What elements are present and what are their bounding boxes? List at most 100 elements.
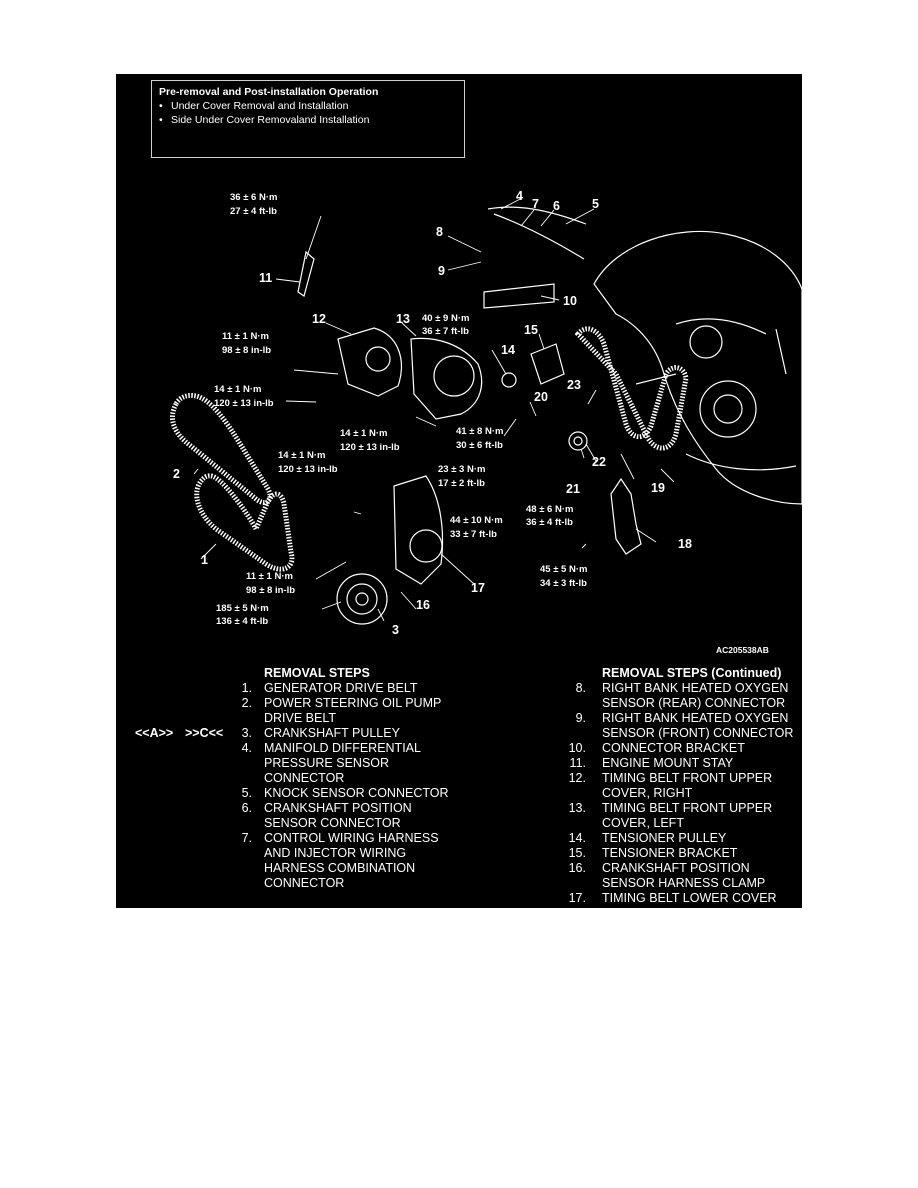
step-number: 3. [241, 726, 252, 740]
step-text: DRIVE BELT [264, 711, 337, 725]
pre-removal-title: Pre-removal and Post-installation Operat… [159, 86, 379, 98]
step-text: KNOCK SENSOR CONNECTOR [264, 786, 449, 800]
step-text: GENERATOR DRIVE BELT [264, 681, 418, 695]
torque-spec: 185 ± 5 N·m [216, 603, 269, 614]
timing-belt-drawing [574, 326, 689, 451]
exploded-parts-diagram: 1 2 3 4 5 6 7 8 9 10 11 12 13 14 15 16 1… [170, 189, 802, 655]
torque-spec: 14 ± 1 N·m [278, 450, 325, 461]
step-text: SENSOR (REAR) CONNECTOR [602, 696, 786, 710]
callout-20: 20 [534, 390, 548, 404]
torque-spec: 30 ± 6 ft-lb [456, 440, 503, 451]
step-number: 14. [568, 831, 586, 845]
callout-10: 10 [563, 294, 577, 308]
callout-17: 17 [471, 581, 485, 595]
reference-a: <<A>> [135, 726, 174, 740]
callout-12: 12 [312, 312, 326, 326]
reference-c: >>C<< [185, 726, 224, 740]
step-text: TIMING BELT LOWER COVER [602, 891, 777, 905]
step-number: 4. [241, 741, 252, 755]
callout-9: 9 [438, 264, 445, 278]
callout-4: 4 [516, 189, 523, 203]
step-number: 16. [568, 861, 586, 875]
step-text: CRANKSHAFT POSITION [264, 801, 412, 815]
step-text: COVER, LEFT [602, 816, 684, 830]
callout-15: 15 [524, 323, 538, 337]
step-text: RIGHT BANK HEATED OXYGEN [602, 681, 789, 695]
callout-14: 14 [501, 343, 515, 357]
covers-drawing [297, 206, 642, 625]
torque-specs: 36 ± 6 N·m 27 ± 4 ft-lb 40 ± 9 N·m 36 ± … [214, 192, 587, 627]
torque-spec: 11 ± 1 N·m [222, 331, 269, 342]
torque-spec: 14 ± 1 N·m [340, 428, 387, 439]
step-text: SENSOR CONNECTOR [264, 816, 401, 830]
step-number: 12. [568, 771, 586, 785]
torque-spec: 41 ± 8 N·m [456, 426, 503, 437]
step-number: 6. [241, 801, 252, 815]
step-text: CONNECTOR [264, 876, 345, 890]
step-text: COVER, RIGHT [602, 786, 693, 800]
step-number: 13. [568, 801, 586, 815]
step-text: TIMING BELT FRONT UPPER [602, 771, 773, 785]
step-number: 10. [568, 741, 586, 755]
step-number: 5. [241, 786, 252, 800]
step-number: 1. [241, 681, 252, 695]
removal-steps-heading: REMOVAL STEPS [264, 666, 370, 680]
torque-spec: 14 ± 1 N·m [214, 384, 261, 395]
torque-spec: 23 ± 3 N·m [438, 464, 485, 475]
torque-spec: 17 ± 2 ft-lb [438, 478, 485, 489]
step-text: CONNECTOR [264, 771, 345, 785]
step-text: PRESSURE SENSOR [264, 756, 390, 770]
torque-spec: 98 ± 8 in-lb [246, 585, 295, 596]
torque-spec: 120 ± 13 in-lb [278, 464, 338, 475]
callout-18: 18 [678, 537, 692, 551]
diagram-panel: Pre-removal and Post-installation Operat… [116, 74, 802, 908]
callout-3: 3 [392, 623, 399, 637]
step-text: HARNESS COMBINATION [264, 861, 416, 875]
torque-spec: 48 ± 6 N·m [526, 504, 573, 515]
torque-spec: 33 ± 7 ft-lb [450, 529, 497, 540]
callout-1: 1 [201, 553, 208, 567]
removal-steps-right: REMOVAL STEPS (Continued) 8. RIGHT BANK H… [556, 666, 802, 908]
step-number: 9. [575, 711, 586, 725]
callout-22: 22 [592, 455, 606, 469]
torque-spec: 40 ± 9 N·m [422, 313, 469, 324]
step-text: TENSIONER BRACKET [602, 846, 738, 860]
torque-spec: 120 ± 13 in-lb [214, 398, 274, 409]
callout-8: 8 [436, 225, 443, 239]
torque-spec: 11 ± 1 N·m [246, 571, 293, 582]
step-number: 17. [568, 891, 586, 905]
step-text: CONTROL WIRING HARNESS [264, 831, 439, 845]
step-number: 8. [575, 681, 586, 695]
step-text: AND INJECTOR WIRING [264, 846, 407, 860]
step-text: CONNECTOR BRACKET [602, 741, 745, 755]
step-text: TIMING BELT FRONT UPPER [602, 801, 773, 815]
removal-steps-heading-continued: REMOVAL STEPS (Continued) [602, 666, 782, 680]
pre-removal-item: •Under Cover Removal and Installation [159, 100, 349, 112]
torque-spec: 36 ± 6 N·m [230, 192, 277, 203]
step-text: SENSOR (FRONT) CONNECTOR [602, 726, 794, 740]
torque-spec: 45 ± 5 N·m [540, 564, 587, 575]
step-number: 11. [569, 756, 586, 770]
step-text: ENGINE MOUNT STAY [602, 756, 734, 770]
callout-21: 21 [566, 482, 580, 496]
pre-removal-box: Pre-removal and Post-installation Operat… [151, 80, 465, 158]
torque-spec: 36 ± 7 ft-lb [422, 326, 469, 337]
callout-7: 7 [532, 197, 539, 211]
callout-19: 19 [651, 481, 665, 495]
leader-lines [193, 197, 675, 622]
callout-numbers: 1 2 3 4 5 6 7 8 9 10 11 12 13 14 15 16 1… [173, 189, 692, 637]
step-number: 2. [241, 696, 252, 710]
step-text: RIGHT BANK HEATED OXYGEN [602, 711, 789, 725]
callout-2: 2 [173, 467, 180, 481]
step-text: POWER STEERING OIL PUMP [264, 696, 442, 710]
torque-spec: 120 ± 13 in-lb [340, 442, 400, 453]
pre-removal-item: •Side Under Cover Removaland Installatio… [159, 114, 370, 126]
step-text: CRANKSHAFT PULLEY [264, 726, 400, 740]
step-text: SENSOR HARNESS CLAMP [602, 876, 766, 890]
callout-5: 5 [592, 197, 599, 211]
callout-23: 23 [567, 378, 581, 392]
engine-block-drawing [593, 230, 802, 505]
drive-belts-drawing [170, 393, 295, 572]
step-text: MANIFOLD DIFFERENTIAL [264, 741, 421, 755]
torque-spec: 44 ± 10 N·m [450, 515, 503, 526]
